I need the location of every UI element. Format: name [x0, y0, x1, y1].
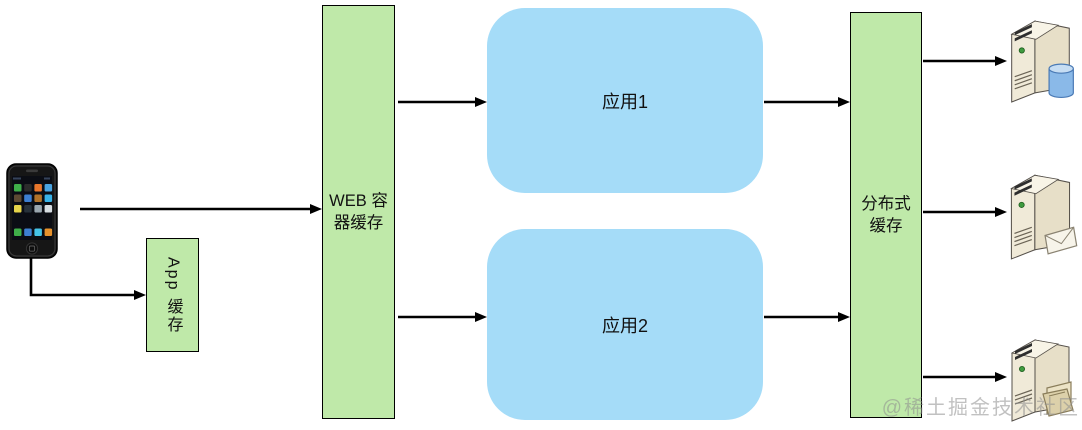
file-server-icon — [1010, 339, 1074, 422]
node-application-2: 应用2 — [487, 229, 763, 420]
arrow-phone-to-app-cache — [29, 258, 146, 300]
node-app-cache: App 缓存 — [146, 238, 199, 352]
node-application-1: 应用1 — [487, 8, 763, 193]
envelope-icon — [1044, 226, 1078, 255]
smartphone-icon — [6, 163, 58, 259]
database-cylinder-icon — [1048, 63, 1074, 99]
watermark: @稀土掘金技术社区 — [881, 397, 1080, 419]
database-server-icon — [1010, 20, 1074, 103]
node-distributed-cache: 分布式 缓存 — [850, 12, 922, 418]
application-1-label: 应用1 — [601, 91, 648, 112]
node-web-container-cache: WEB 容 器缓存 — [322, 5, 395, 419]
dist-cache-label-line2: 缓存 — [869, 217, 903, 235]
web-cache-label-line2: 器缓存 — [333, 214, 384, 232]
dist-cache-label-line1: 分布式 — [861, 194, 911, 213]
mail-server-icon — [1010, 174, 1078, 260]
app-cache-label: App 缓存 — [164, 256, 182, 334]
folder-icon — [1042, 381, 1074, 417]
web-cache-label-line1: WEB 容 — [329, 191, 388, 210]
application-2-label: 应用2 — [601, 315, 648, 336]
